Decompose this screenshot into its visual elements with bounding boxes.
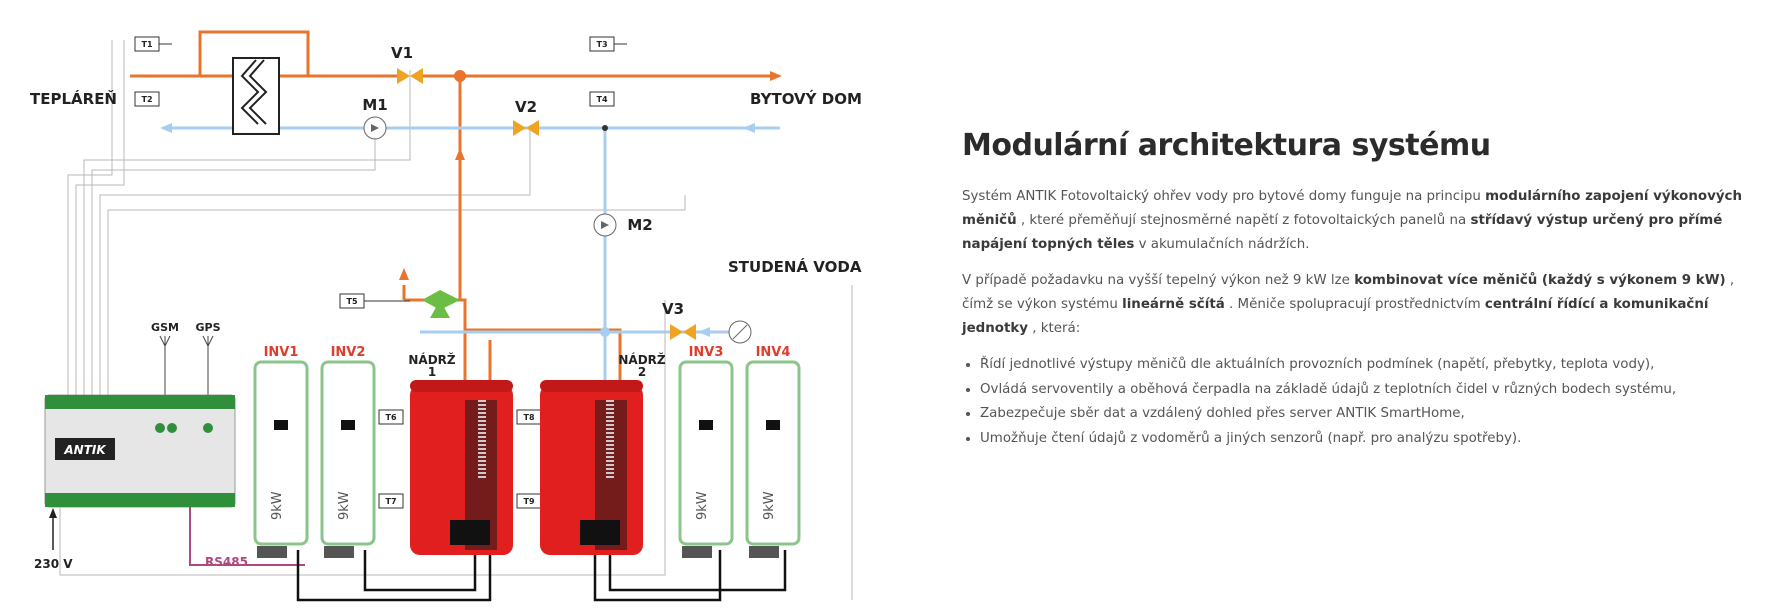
arrow-icon [160,123,172,133]
controller-brand: ANTIK [63,443,107,457]
m1-label: M1 [362,96,387,114]
v2-label: V2 [515,98,537,116]
inv2-label: INV2 [331,345,366,360]
inverter-inv4: 9kW [745,360,801,558]
inverter-inv2: 9kW [320,360,376,558]
tank-1 [410,380,513,555]
sensor-t3-label: T3 [596,40,607,49]
water-meter [728,320,752,344]
sensor-t6-label: T6 [385,413,396,422]
power-cables [296,550,787,602]
signal-wires [59,40,853,600]
list-item: Umožňuje čtení údajů z vodoměrů a jiných… [980,427,1762,452]
inv1-label: INV1 [264,345,299,360]
valve-v2 [513,120,539,136]
arrow-icon [698,327,710,337]
inverter-power-label: 9kW [270,491,285,520]
arrow-icon [399,268,409,280]
inverter-inv1: 9kW [253,360,309,558]
valve-v1 [397,68,423,84]
inverter-power-label: 9kW [337,491,352,520]
tank-2-number: 2 [638,365,646,379]
heat-exchanger [232,57,280,135]
inverter-power-label: 9kW [695,491,710,520]
sensor-t4-label: T4 [596,95,607,104]
tank-1-label: NÁDRŽ [408,352,456,367]
list-item: Zabezpečuje sběr dat a vzdálený dohled p… [980,402,1762,427]
junction-dot [454,70,466,82]
pump-m2 [593,213,617,237]
feature-list: Řídí jednotlivé výstupy měničů dle aktuá… [962,353,1762,451]
pump-m1 [363,116,387,140]
cold-water-label: STUDENÁ VODA [728,257,862,276]
details-paragraph: V případě požadavku na vyšší tepelný výk… [962,273,1735,336]
hot-water-line [130,30,772,400]
inverter-power-label: 9kW [762,491,777,520]
sensor-t8-label: T8 [523,413,534,422]
temperature-sensors [134,36,615,509]
heat-plant-label: TEPLÁREŇ [30,89,117,108]
v3-label: V3 [662,300,684,318]
rs485-bus [189,507,305,566]
rs485-label: RS485 [205,555,248,569]
inv4-label: INV4 [756,345,791,360]
sensor-t2-label: T2 [141,95,152,104]
gsm-label: GSM [151,321,179,334]
arrow-icon [743,123,755,133]
sensor-t7-label: T7 [385,497,396,506]
m2-label: M2 [627,216,652,234]
control-unit: ANTIK [44,394,236,508]
gps-label: GPS [195,321,220,334]
list-item: Ovládá servoventily a oběhová čerpadla n… [980,378,1762,403]
three-way-valve [422,290,460,318]
tank-2 [540,380,643,555]
inverter-inv3: 9kW [678,360,734,558]
arrow-icon [770,71,782,81]
apartment-building-label: BYTOVÝ DOM [750,89,862,108]
tank-2-label: NÁDRŽ [618,352,666,367]
sensor-t1-label: T1 [141,40,152,49]
page-title: Modulární architektura systému [962,128,1491,163]
v1-label: V1 [391,44,413,62]
intro-paragraph: Systém ANTIK Fotovoltaický ohřev vody pr… [962,189,1743,252]
valve-v3 [670,324,696,340]
sensor-t9-label: T9 [523,497,534,506]
sensor-t5-label: T5 [346,297,357,306]
arrow-icon [455,148,465,160]
tank-1-number: 1 [428,365,436,379]
content-column: Modulární architektura systému Systém AN… [962,128,1762,451]
voltage-label: 230 V [34,557,73,571]
system-diagram: T1 T2 T3 T4 T5 T6 T7 T8 T9 TEPLÁREŇ BYTO… [20,10,890,610]
inv3-label: INV3 [689,345,724,360]
list-item: Řídí jednotlivé výstupy měničů dle aktuá… [980,353,1762,378]
